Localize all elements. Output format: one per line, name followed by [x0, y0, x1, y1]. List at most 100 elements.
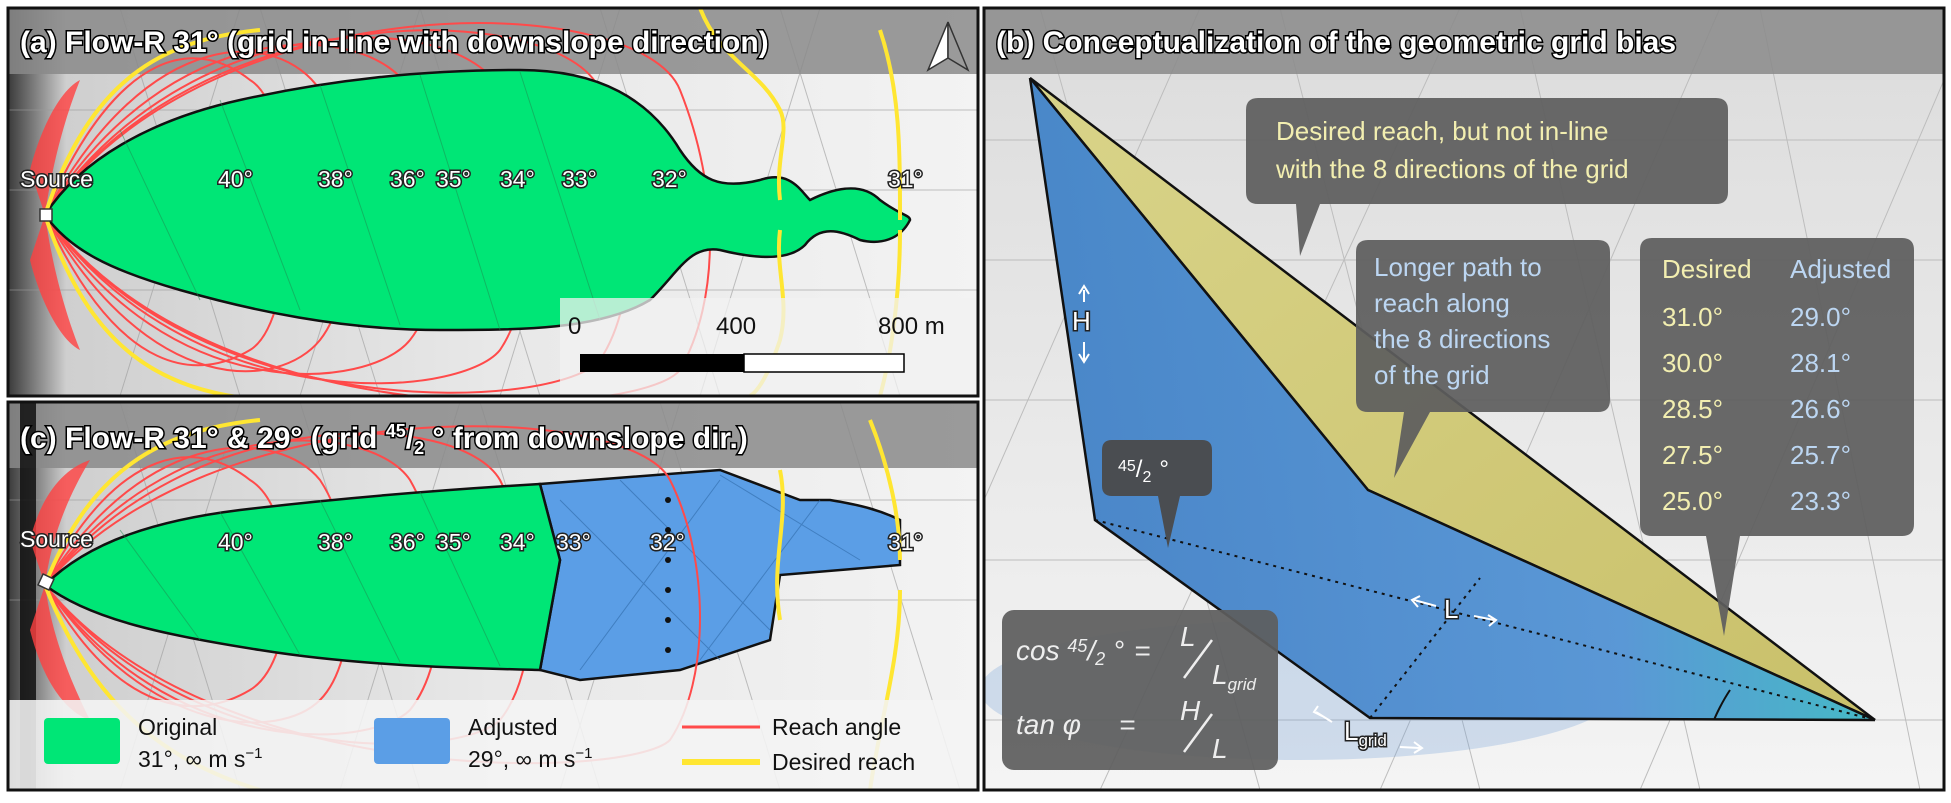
formula-cos-top: L: [1180, 621, 1196, 652]
panel-a-angle-34: 34°: [500, 166, 535, 192]
formula-tan-top: H: [1180, 695, 1201, 726]
panel-c-adjusted-mesh: [559, 474, 861, 671]
legend-reach-angle: Reach angle: [772, 714, 901, 740]
table-header-adjusted: Adjusted: [1790, 254, 1891, 284]
panel-a-angle-31: 31°: [888, 166, 923, 192]
legend-swatch-original: [44, 718, 120, 764]
panel-c-runout-mesh: [119, 491, 501, 667]
legend-original-sub: 31°, ∞ m s−1: [138, 745, 263, 772]
legend-original-title: Original: [138, 714, 217, 740]
panel-c-angle-38: 38°: [318, 529, 353, 555]
panel-c-title: (c) Flow-R 31° & 29° (grid 45/2 ° from d…: [20, 421, 748, 458]
panel-a-title-bar: [8, 8, 978, 74]
north-arrow-icon: [926, 21, 970, 72]
panel-b-lgrid-arrow-icon: [1312, 705, 1424, 754]
panel-b-label-h: H: [1072, 306, 1091, 336]
callout-longer-line1: Longer path to: [1374, 252, 1542, 282]
panel-c: Source 40° 38° 36° 35° 34° 33° 32° 31° (…: [8, 402, 978, 790]
table-row-1-adjusted: 29.0°: [1790, 302, 1851, 332]
panel-c-angle-31: 31°: [888, 529, 923, 555]
panel-a-source-label: Source: [20, 166, 93, 192]
reach-table: Desired Adjusted 31.0° 29.0° 30.0° 28.1°…: [1640, 238, 1914, 636]
legend-swatch-adjusted: [374, 718, 450, 764]
formula-tan-bottom: L: [1212, 733, 1228, 764]
table-header-desired: Desired: [1662, 254, 1752, 284]
panel-c-angle-35: 35°: [436, 529, 471, 555]
panel-a-runout-original: [43, 68, 912, 332]
callout-desired-line1: Desired reach, but not in-line: [1276, 116, 1608, 146]
table-row-5-adjusted: 23.3°: [1790, 486, 1851, 516]
legend: Original 31°, ∞ m s−1 Adjusted 29°, ∞ m …: [8, 700, 978, 790]
formula-tan: tan φ=: [1016, 709, 1135, 740]
panel-c-source-marker: [37, 573, 55, 591]
panel-b-h-arrow-icon: [1078, 284, 1090, 364]
panel-b-dotted-guides: [1094, 519, 1876, 721]
callout-longer-line2: reach along: [1374, 288, 1510, 318]
panel-b: H L Lgrid Desired reach, but not in-line…: [984, 8, 1944, 790]
panel-c-edge-strip: [20, 402, 36, 790]
callout-longer-line4: of the grid: [1374, 360, 1490, 390]
formula-cos-bottom: Lgrid: [1212, 659, 1256, 694]
panel-b-frame: [982, 6, 1946, 792]
formula-box: cos 45/2 °= L Lgrid tan φ= H L: [1002, 610, 1278, 770]
legend-adjusted-sub: 29°, ∞ m s−1: [468, 745, 593, 772]
callout-longer-path: Longer path to reach along the 8 directi…: [1356, 240, 1610, 478]
table-row-1-desired: 31.0°: [1662, 302, 1723, 332]
panel-b-title: (b) Conceptualization of the geometric g…: [996, 26, 1676, 59]
panel-c-angle-33: 33°: [556, 529, 591, 555]
panel-b-title-bar: [984, 8, 1944, 74]
panel-a-angle-38: 38°: [318, 166, 353, 192]
panel-c-source-red-top: [30, 460, 90, 585]
panel-a-title: (a) Flow-R 31° (grid in-line with downsl…: [20, 26, 769, 59]
panel-c-source-red: [30, 585, 90, 720]
panel-b-angle-arc: [1713, 689, 1731, 721]
panel-a: Source 40° 38° 36° 35° 34° 33° 32° 31° 0…: [8, 8, 978, 396]
table-row-2-desired: 30.0°: [1662, 348, 1723, 378]
panel-c-title-bar: [8, 402, 978, 468]
scale-bar-backdrop: [560, 298, 978, 396]
panel-a-angle-36: 36°: [390, 166, 425, 192]
panel-a-angle-40: 40°: [218, 166, 253, 192]
panel-b-label-l: L: [1444, 594, 1458, 624]
panel-c-angle-34: 34°: [500, 529, 535, 555]
formula-tan-slash: [1182, 713, 1214, 753]
callout-angle: 45/2°: [1102, 440, 1212, 548]
panel-c-angle-40: 40°: [218, 529, 253, 555]
panel-b-l-arrow-icon: [1410, 595, 1498, 627]
panel-a-source-red-top: [30, 80, 80, 215]
scale-bar-tick-400: 400: [716, 313, 756, 340]
callout-desired-line2: with the 8 directions of the grid: [1275, 154, 1629, 184]
formula-cos-slash: [1182, 639, 1214, 679]
callout-angle-text: 45/2°: [1118, 456, 1169, 486]
panel-a-frame: [6, 6, 980, 398]
panel-a-source-marker: [39, 208, 53, 222]
scale-bar-tick-0: 0: [568, 313, 581, 340]
table-row-2-adjusted: 28.1°: [1790, 348, 1851, 378]
panel-b-grid-face: [1030, 78, 1875, 720]
panel-b-label-lgrid: Lgrid: [1344, 716, 1387, 750]
panel-c-runout-original: [43, 482, 562, 672]
callout-desired-reach: Desired reach, but not in-line with the …: [1246, 98, 1728, 256]
legend-adjusted-title: Adjusted: [468, 714, 558, 740]
panel-c-angle-36: 36°: [390, 529, 425, 555]
panel-c-frame: [6, 400, 980, 792]
table-row-3-desired: 28.5°: [1662, 394, 1723, 424]
panel-a-runout-mesh: [119, 71, 601, 331]
panel-a-angle-32: 32°: [652, 166, 687, 192]
scale-bar-black: [580, 354, 744, 372]
panel-a-source-red: [30, 215, 80, 350]
callout-longer-line3: the 8 directions: [1374, 324, 1550, 354]
scale-bar-tick-800: 800 m: [878, 313, 945, 340]
panel-c-source-label: Source: [20, 526, 93, 552]
panel-c-runout-adjusted: [538, 468, 902, 682]
panel-c-dot-markers: [665, 497, 671, 653]
legend-backdrop: [8, 700, 978, 790]
scale-bar-white: [743, 353, 905, 373]
table-row-3-adjusted: 26.6°: [1790, 394, 1851, 424]
panel-c-angle-32: 32°: [650, 529, 685, 555]
panel-a-angle-35: 35°: [436, 166, 471, 192]
panel-a-angle-33: 33°: [562, 166, 597, 192]
table-row-4-adjusted: 25.7°: [1790, 440, 1851, 470]
